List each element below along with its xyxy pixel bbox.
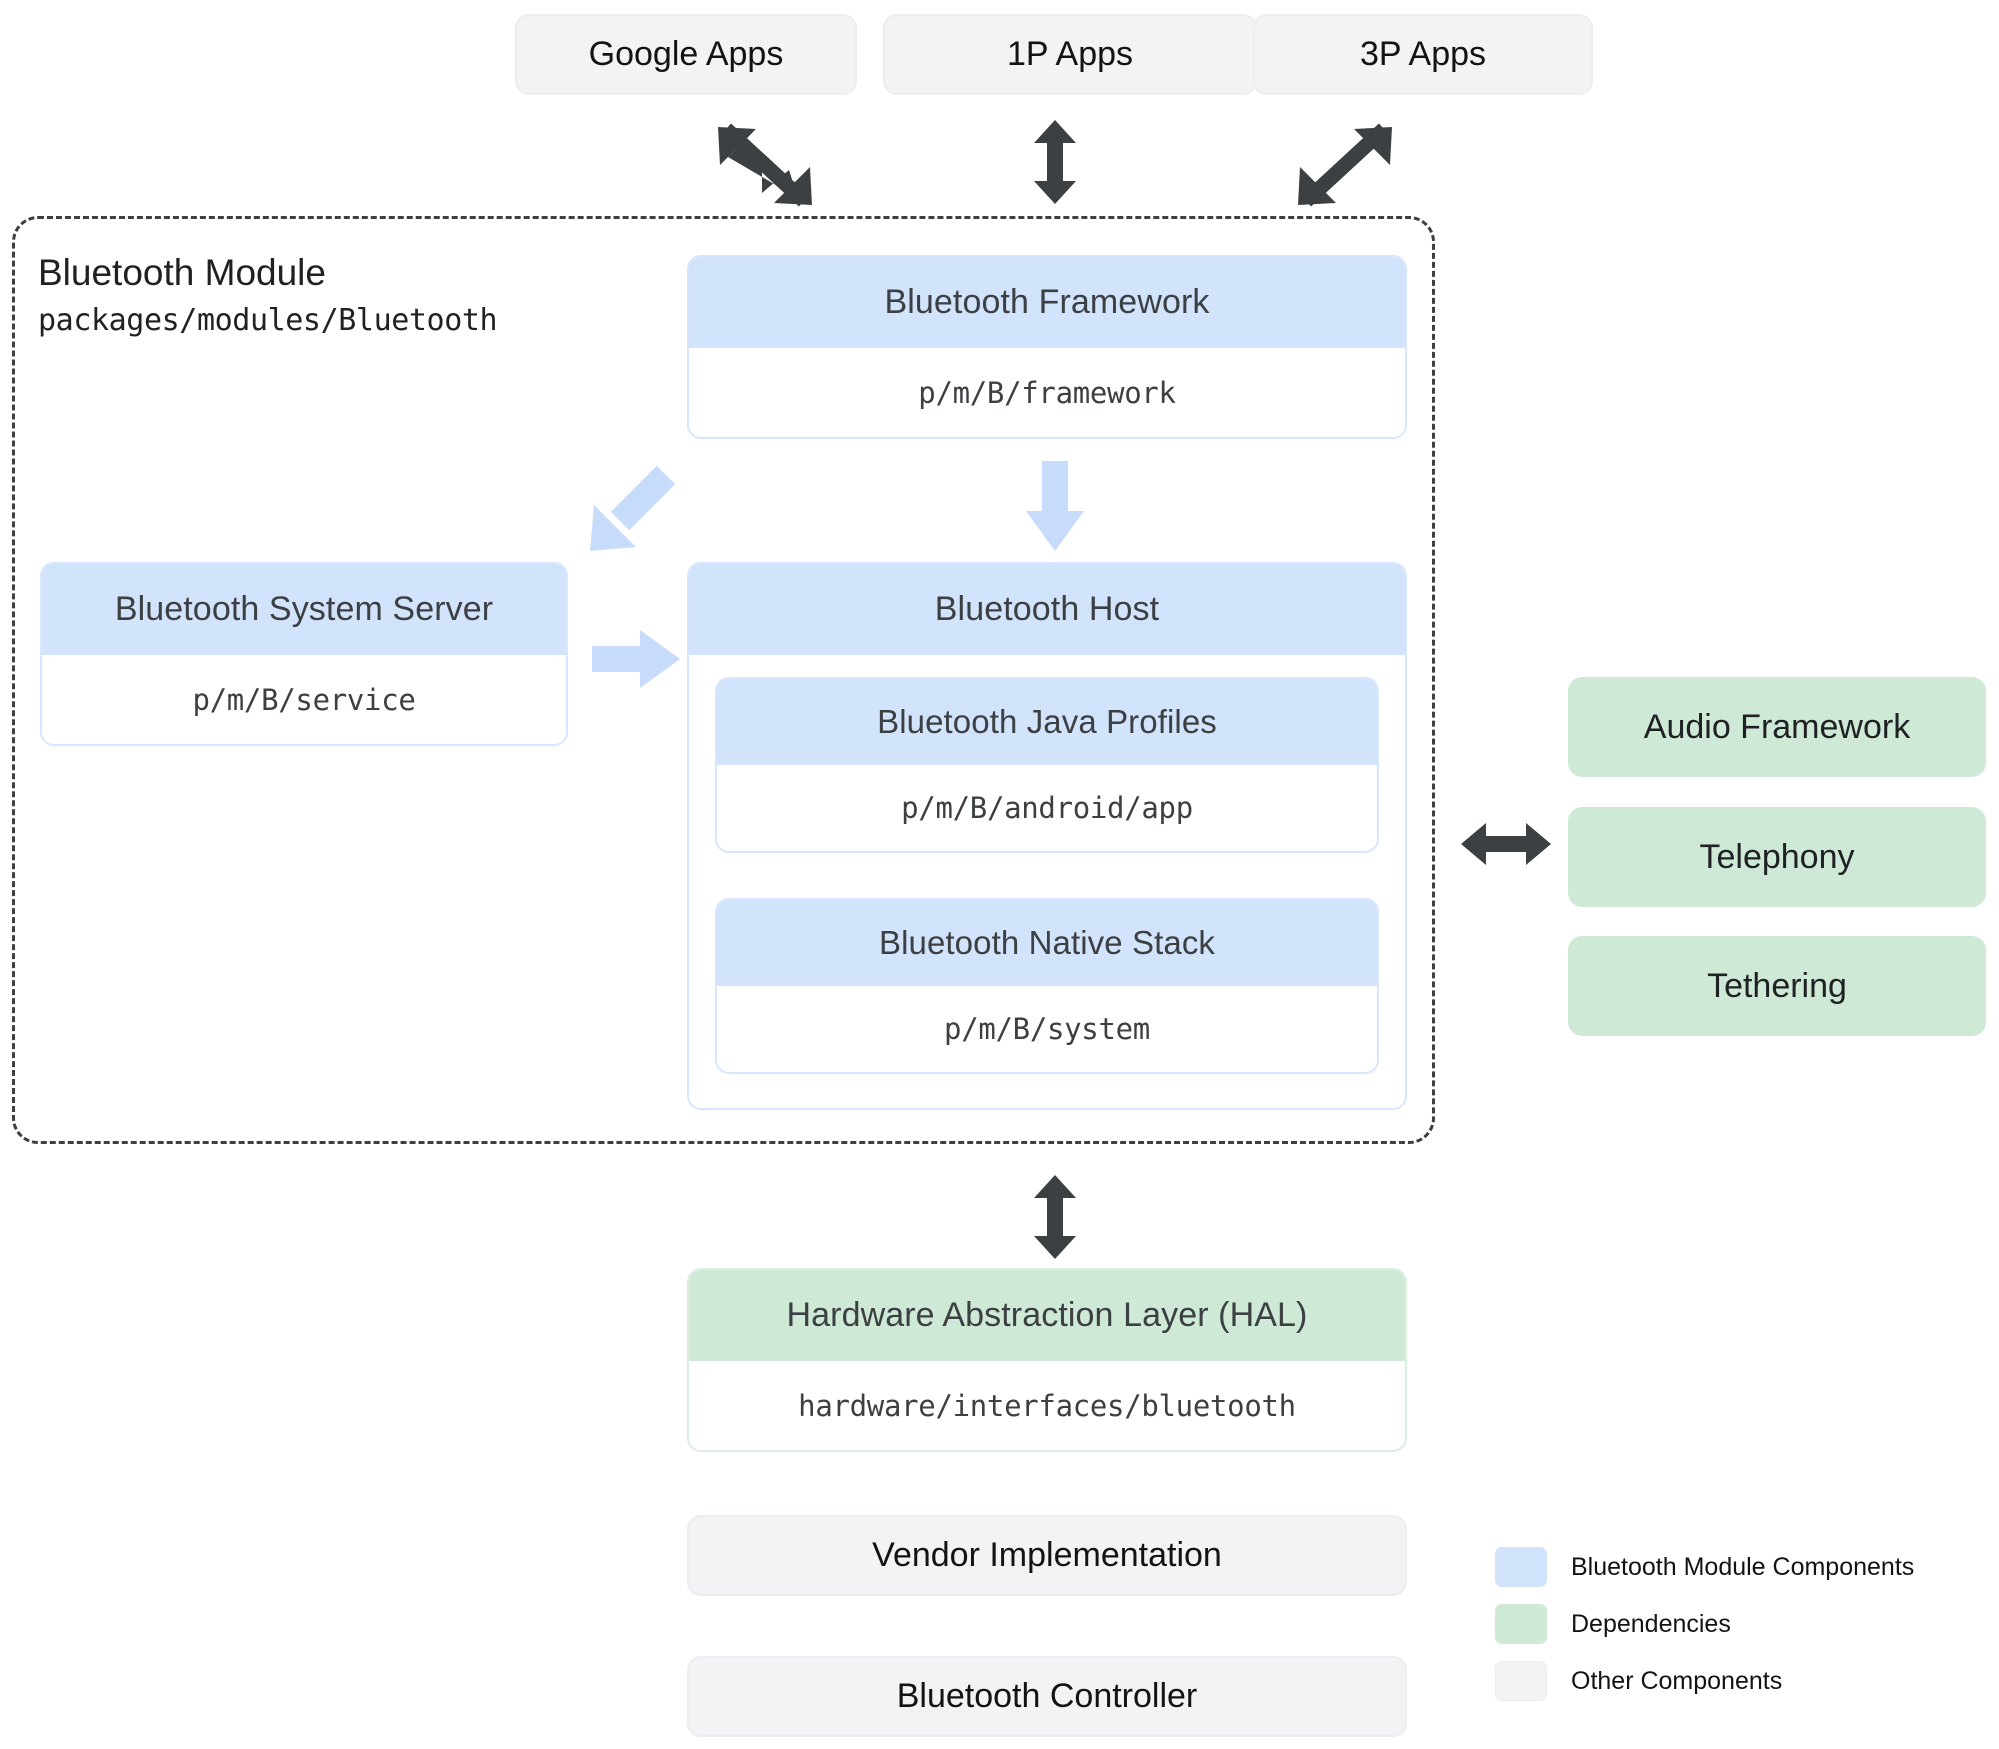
legend-label: Bluetooth Module Components <box>1571 1552 1915 1581</box>
component-path: p/m/B/framework <box>689 348 1405 437</box>
dependency-telephony[interactable]: Telephony <box>1568 807 1986 907</box>
component-title: Hardware Abstraction Layer (HAL) <box>689 1270 1405 1361</box>
app-box-label: Google Apps <box>588 35 784 73</box>
legend-item-other-components: Other Components <box>1495 1661 1914 1701</box>
app-box-label: 3P Apps <box>1359 35 1487 73</box>
dependency-tethering[interactable]: Tethering <box>1568 936 1986 1036</box>
component-bluetooth-system-server[interactable]: Bluetooth System Server p/m/B/service <box>40 562 568 746</box>
legend-label: Other Components <box>1571 1666 1783 1695</box>
component-bluetooth-framework[interactable]: Bluetooth Framework p/m/B/framework <box>687 255 1407 439</box>
box-bluetooth-controller[interactable]: Bluetooth Controller <box>687 1656 1407 1737</box>
component-title: Bluetooth Host <box>689 564 1405 655</box>
app-box-3p-apps[interactable]: 3P Apps <box>1253 14 1593 95</box>
arrow-module-to-dependencies <box>1461 823 1551 865</box>
box-label: Bluetooth Controller <box>896 1677 1198 1715</box>
dependency-label: Tethering <box>1707 966 1847 1005</box>
component-path: p/m/B/android/app <box>717 765 1377 851</box>
legend-item-dependencies: Dependencies <box>1495 1604 1914 1644</box>
module-path: packages/modules/Bluetooth <box>38 303 498 338</box>
dependency-audio-framework[interactable]: Audio Framework <box>1568 677 1986 777</box>
app-box-label: 1P Apps <box>1006 35 1134 73</box>
app-box-1p-apps[interactable]: 1P Apps <box>883 14 1257 95</box>
module-title: Bluetooth Module <box>38 252 326 293</box>
legend-swatch-green <box>1495 1604 1547 1644</box>
legend-swatch-blue <box>1495 1547 1547 1587</box>
component-path: p/m/B/system <box>717 986 1377 1072</box>
component-title: Bluetooth Framework <box>689 257 1405 348</box>
component-title: Bluetooth Java Profiles <box>717 679 1377 765</box>
box-label: Vendor Implementation <box>872 1536 1222 1574</box>
arrow-1p-apps-to-module <box>1034 120 1076 204</box>
component-bluetooth-native-stack[interactable]: Bluetooth Native Stack p/m/B/system <box>715 898 1379 1074</box>
dependency-label: Telephony <box>1699 837 1855 876</box>
component-title: Bluetooth Native Stack <box>717 900 1377 986</box>
component-path: p/m/B/service <box>42 655 566 744</box>
arrow-system-server-to-host <box>592 630 680 688</box>
box-vendor-implementation[interactable]: Vendor Implementation <box>687 1515 1407 1596</box>
arrow-framework-to-host <box>1026 461 1084 551</box>
component-bluetooth-java-profiles[interactable]: Bluetooth Java Profiles p/m/B/android/ap… <box>715 677 1379 853</box>
component-bluetooth-host[interactable]: Bluetooth Host Bluetooth Java Profiles p… <box>687 562 1407 1110</box>
arrow-framework-to-system-server <box>590 465 676 551</box>
legend-swatch-gray <box>1495 1661 1547 1701</box>
legend-item-module-components: Bluetooth Module Components <box>1495 1547 1914 1587</box>
bluetooth-module-container <box>12 216 1435 1144</box>
dependency-label: Audio Framework <box>1643 707 1911 746</box>
arrow-3p-apps-to-module <box>1298 123 1392 207</box>
component-path: hardware/interfaces/bluetooth <box>689 1361 1405 1450</box>
component-hardware-abstraction-layer[interactable]: Hardware Abstraction Layer (HAL) hardwar… <box>687 1268 1407 1452</box>
arrow-module-to-hal <box>1034 1175 1076 1259</box>
legend-label: Dependencies <box>1571 1609 1731 1638</box>
arrow-google-apps-to-module <box>718 123 812 207</box>
legend: Bluetooth Module Components Dependencies… <box>1495 1547 1914 1701</box>
app-box-google-apps[interactable]: Google Apps <box>515 14 857 95</box>
component-title: Bluetooth System Server <box>42 564 566 655</box>
